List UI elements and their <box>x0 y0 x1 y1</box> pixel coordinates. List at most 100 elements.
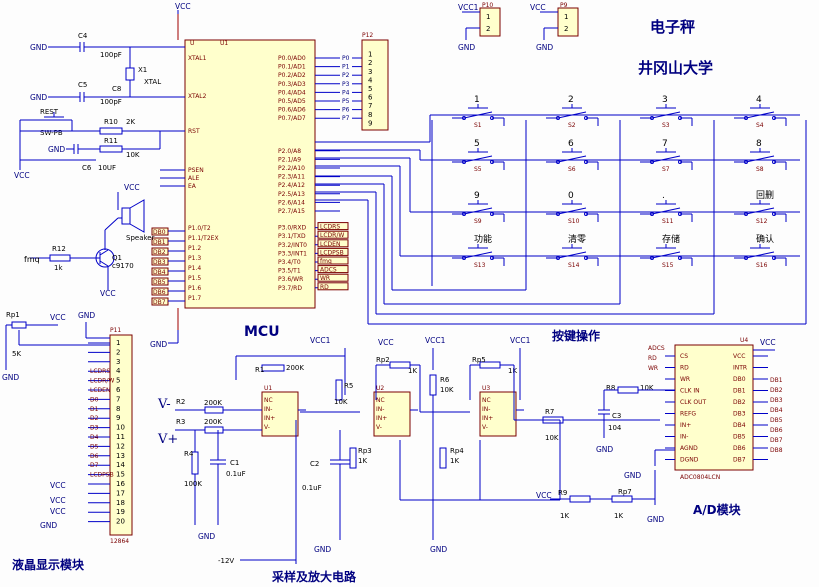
mcu-right-pin-label: P2.3/A11 <box>278 174 305 181</box>
key-label: . <box>662 191 665 201</box>
rp7-ref: Rp7 <box>618 488 632 496</box>
p12-pin-number: 1 <box>368 51 372 59</box>
adc-ctl-net-label: WR <box>648 365 658 372</box>
keypad-key[interactable]: 2S2 <box>546 95 599 129</box>
lcd-net-label: D1 <box>90 406 99 413</box>
mcu-net-label: WR <box>320 275 330 282</box>
keypad-key[interactable]: 9S9 <box>452 191 505 225</box>
key-label: 6 <box>568 139 574 149</box>
adc-left-pin-label: CS <box>680 353 688 360</box>
key-label: 1 <box>474 95 480 105</box>
r6-ref: R6 <box>440 376 450 384</box>
adc-db-net-label: DB4 <box>770 407 783 414</box>
p9-pin2: 2 <box>564 25 568 33</box>
mcu-p0-net-label: P3 <box>342 81 350 88</box>
vcc1-amp1: VCC1 <box>310 336 331 345</box>
keypad-key[interactable]: 1S1 <box>452 95 505 129</box>
opamp-pin-label: IN- <box>376 406 384 413</box>
key-label: 0 <box>568 191 574 201</box>
mcu-right-pin-label: P3.5/T1 <box>278 268 301 275</box>
mcu-net-label: fmq <box>320 258 332 265</box>
lcd-pin-number: 13 <box>116 452 125 460</box>
r4-ref: R4 <box>184 450 194 458</box>
rp2-value: 1K <box>408 367 417 375</box>
reset-circuit: REST SW-PB R10 2K GND R11 10K C6 10UF VC… <box>14 108 185 180</box>
r10-value: 2K <box>126 118 135 126</box>
mcu-right-pin-label: P2.0/A8 <box>278 148 301 155</box>
adc-left-pin-label: DGND <box>680 457 699 464</box>
vcc-q1: VCC <box>100 289 116 298</box>
vcc-lcd-18: VCC <box>50 496 66 505</box>
r12-value: 1k <box>54 264 63 272</box>
mcu-db-net-label: DB3 <box>153 259 166 266</box>
mcu-right-pin-label: P3.0/RXD <box>278 225 306 232</box>
keypad-key[interactable]: .S11 <box>640 191 693 225</box>
c8-label: C8 <box>112 85 121 93</box>
vcc-adc: VCC <box>760 338 776 347</box>
keypad-key[interactable]: 5S5 <box>452 139 505 173</box>
mcu-db-net-label: DB0 <box>153 229 166 236</box>
keypad-key[interactable]: 7S7 <box>640 139 693 173</box>
lcd-net-label: D6 <box>90 453 99 460</box>
key-label: 存储 <box>662 233 680 245</box>
adc-ctl-net-label: RD <box>648 355 657 362</box>
lcd-net-label: D5 <box>90 443 99 450</box>
speaker-label: Speaker <box>126 234 155 242</box>
adc-right-pin-label: DB1 <box>733 388 746 395</box>
mcu-right-pin-label: P3.1/TXD <box>278 233 306 240</box>
keypad-key[interactable]: 8S8 <box>734 139 787 173</box>
lcd-net-label: D2 <box>90 415 99 422</box>
r7-ref: R7 <box>545 408 554 416</box>
section-label-keys: 按键操作 <box>552 328 600 343</box>
adc-right-pin-label: DB6 <box>733 445 746 452</box>
mcu-right-pin-label: P2.2/A10 <box>278 165 305 172</box>
opamp-pin-label: IN+ <box>482 415 493 422</box>
mcu-left-pin-label: XTAL2 <box>188 93 207 100</box>
r8-ref: R8 <box>606 384 615 392</box>
key-label: 清零 <box>568 233 586 245</box>
keypad-key[interactable]: 4S4 <box>734 95 787 129</box>
keypad-key[interactable]: 3S3 <box>640 95 693 129</box>
r10-ref: R10 <box>104 118 118 126</box>
r2-value: 200K <box>204 399 222 407</box>
rp3-value: 1K <box>358 457 367 465</box>
lcd-pin-number: 11 <box>116 433 125 441</box>
section-label-ad: A/D模块 <box>693 502 742 517</box>
mcu-db-net-label: DB7 <box>153 299 166 306</box>
p9-pin1: 1 <box>564 13 568 21</box>
rp1-ref: Rp1 <box>6 311 20 319</box>
adc-right-pin-label: DB4 <box>733 422 746 429</box>
opamp-pin-label: V- <box>264 424 270 431</box>
key-ref: S6 <box>568 166 576 173</box>
header-p9: VCC P9 1 2 GND <box>530 2 579 52</box>
gnd-rp1: GND <box>2 373 19 382</box>
mcu-left-pin-label: P1.4 <box>188 265 201 272</box>
key-label: 7 <box>662 139 668 149</box>
adc-right-pin-label: DB2 <box>733 399 746 406</box>
x1-ref: X1 <box>138 66 147 74</box>
mcu-left-pin-label: ALE <box>188 175 199 182</box>
lcd-net-label: D3 <box>90 425 99 432</box>
neg12-label: -12V <box>218 557 234 565</box>
gnd-lcd-20: GND <box>40 521 57 530</box>
gnd-p10: GND <box>458 43 475 52</box>
mcu-left-pin-label: P1.2 <box>188 245 201 252</box>
mcu-p0-net-label: P6 <box>342 107 350 114</box>
keypad-key[interactable]: 6S6 <box>546 139 599 173</box>
v-plus-label: V+ <box>157 432 178 447</box>
lcd-pin-number: 14 <box>116 461 125 469</box>
key-ref: S5 <box>474 166 482 173</box>
lcd-pin-number: 8 <box>116 405 120 413</box>
lcd-pin-number: 6 <box>116 386 121 394</box>
q1-value: c9170 <box>112 262 134 270</box>
key-ref: S4 <box>756 122 764 129</box>
p12-pin-number: 5 <box>368 85 372 93</box>
vcc-r9: VCC <box>536 491 552 500</box>
lcd-pin-number: 3 <box>116 358 120 366</box>
